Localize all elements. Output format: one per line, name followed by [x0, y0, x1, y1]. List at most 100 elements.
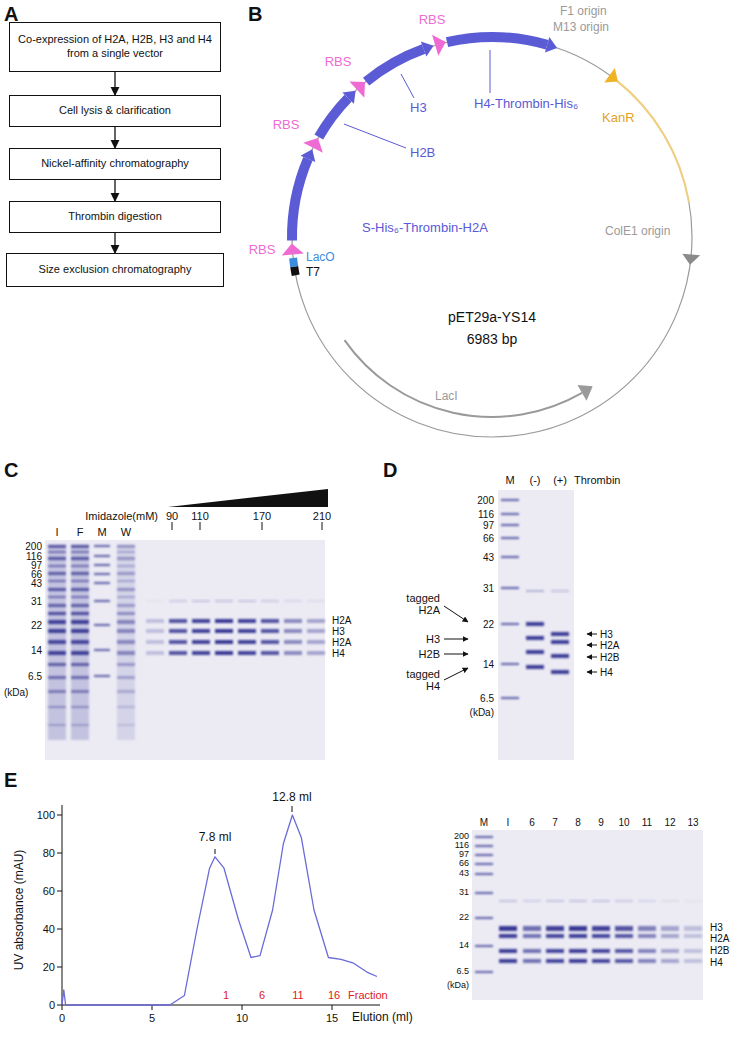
chromatogram	[57, 805, 380, 1010]
feature-label: T7	[306, 266, 320, 279]
tick	[332, 1005, 333, 1010]
band-arrow	[587, 645, 597, 646]
rbs-label: RBS	[273, 118, 300, 132]
kanr-region	[211, 0, 739, 518]
marker-size: 66	[459, 859, 469, 869]
kanr-arrow	[604, 68, 623, 89]
rbs-label: RBS	[325, 55, 352, 69]
leader-line	[401, 74, 414, 98]
feature-label: LacI	[435, 390, 458, 403]
gene-label: H3	[410, 101, 427, 115]
process-box: Nickel-affinity chromatography	[9, 148, 221, 180]
lane-label: M	[480, 817, 488, 828]
gel-lane	[71, 544, 89, 740]
band-arrow	[587, 672, 597, 673]
panel-letter: D	[383, 459, 397, 481]
rbs-marker	[303, 133, 328, 153]
leader-line	[344, 124, 406, 148]
rbs-marker	[349, 74, 372, 98]
gel-background	[498, 490, 574, 760]
feature-label: ColE1 origin	[605, 225, 670, 238]
axis-title: UV absorbance (mAU)	[13, 850, 26, 971]
lane-label: M	[505, 474, 514, 486]
band-label: H3	[600, 629, 613, 640]
gel-lane	[238, 600, 256, 655]
panel-letter: E	[4, 769, 17, 791]
marker-size: 6.5	[28, 671, 42, 682]
plasmid-map	[211, 0, 739, 518]
band-label: H2B	[710, 945, 729, 956]
flow-arrow	[114, 233, 115, 253]
band-label: H2A	[600, 640, 619, 651]
marker-size: 200	[25, 541, 42, 552]
panel-letter: C	[4, 459, 18, 481]
gel-lane	[684, 900, 702, 963]
marker-size: 97	[483, 520, 494, 531]
plasmid-size: 6983 bp	[467, 332, 518, 347]
box-text: Co-expression of H2A, H2B, H3 and H4 fro…	[15, 33, 215, 61]
gel-lane	[661, 900, 679, 963]
axis-tick: 15	[326, 1012, 338, 1024]
flow-arrow	[114, 127, 115, 148]
lane-label: 8	[575, 817, 581, 828]
lane-label: I	[507, 817, 510, 828]
feature-label: LacO	[306, 251, 335, 264]
axis-tick: 100	[37, 809, 55, 821]
lane-label: 12	[664, 817, 675, 828]
lane-label: (-)	[530, 474, 541, 486]
rbs-label: RBS	[419, 13, 446, 27]
peak-label: 7.8 ml	[199, 831, 232, 844]
marker-size: 6.5	[480, 693, 494, 704]
laco-operator	[265, 10, 720, 465]
laci-arrowhead	[578, 379, 598, 401]
fraction-number: 16	[328, 989, 340, 1001]
lane-label: 11	[642, 817, 652, 828]
concentration-tick: 210	[313, 510, 331, 522]
axis-tick: 0	[59, 1012, 65, 1024]
marker-size: 31	[483, 583, 494, 594]
flow-arrow	[114, 180, 115, 201]
gel-lane	[192, 600, 210, 655]
axis-title: Imidazole(mM)	[85, 510, 158, 522]
box-text: Thrombin digestion	[68, 210, 162, 224]
axis-title: Fraction	[348, 989, 388, 1001]
gel-background	[472, 830, 703, 1000]
gel-lane	[261, 600, 279, 655]
band-label: H2B	[419, 648, 440, 660]
marker-size: 6.5	[456, 967, 469, 977]
leader-line	[490, 50, 491, 93]
gel-lane	[284, 600, 302, 655]
tick	[152, 1005, 153, 1010]
axis-tick: 10	[236, 1012, 248, 1024]
gel-lane	[523, 900, 541, 963]
marker-size: 14	[483, 659, 494, 670]
concentration-tick: 110	[191, 510, 209, 522]
gel-lane	[638, 900, 656, 963]
fraction-number: 1	[223, 989, 229, 1001]
tick	[322, 522, 323, 530]
gene-arc	[289, 34, 696, 441]
marker-size: 14	[459, 941, 469, 951]
rbs-label: RBS	[249, 243, 276, 257]
box-text: Nickel-affinity chromatography	[41, 157, 189, 171]
gene-label: KanR	[602, 111, 635, 125]
gene-label: H4-Thrombin-His₆	[474, 97, 578, 111]
tick	[57, 891, 62, 892]
marker-size: 43	[483, 552, 494, 563]
feature-label: F1 origin	[560, 5, 607, 18]
band-label: H2A	[710, 933, 729, 944]
axis-tick: 5	[149, 1012, 155, 1024]
band-label: H4	[332, 648, 345, 659]
fraction-number: 11	[292, 989, 303, 1001]
box-text: Cell lysis & clarification	[59, 104, 171, 118]
gel-lane	[169, 600, 187, 655]
tick	[262, 522, 263, 530]
origin-arrow	[681, 254, 700, 266]
gel-lane	[215, 600, 233, 655]
tick	[172, 522, 173, 530]
t7-promoter	[258, 3, 727, 472]
tick	[62, 1005, 63, 1010]
gel-lane	[117, 544, 135, 740]
marker-size: 14	[31, 645, 42, 656]
